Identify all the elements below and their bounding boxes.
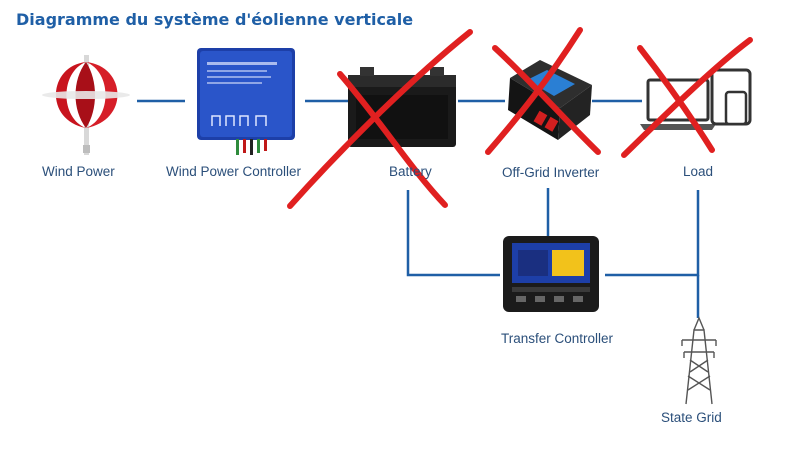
connector-battery-transfer: [406, 190, 500, 277]
inverter-strike-mark: [492, 45, 601, 155]
battery-strike-mark: [337, 71, 448, 208]
connectors: [137, 99, 700, 318]
label-wind-power: Wind Power: [42, 164, 115, 179]
label-battery: Battery: [389, 164, 432, 179]
label-off-grid-inverter: Off-Grid Inverter: [502, 165, 600, 180]
load-strike-mark: [637, 45, 715, 153]
label-load: Load: [683, 164, 714, 179]
load-strike-mark: [621, 37, 753, 158]
label-transfer-controller: Transfer Controller: [501, 331, 614, 346]
wind-turbine-icon: [42, 55, 130, 155]
connector-transfer-load-grid: [605, 190, 700, 277]
transmission-tower-icon: [681, 316, 717, 405]
wind-controller-icon: [197, 48, 295, 155]
strike-marks: [287, 27, 753, 209]
label-wind-power-controller: Wind Power Controller: [166, 164, 302, 179]
inverter-icon: [508, 60, 592, 140]
diagram-title: Diagramme du système d'éolienne vertical…: [16, 10, 414, 29]
transfer-controller-icon: [503, 236, 599, 312]
battery-icon: [348, 67, 456, 147]
inverter-strike-mark: [485, 27, 583, 155]
label-state-grid: State Grid: [661, 410, 722, 425]
